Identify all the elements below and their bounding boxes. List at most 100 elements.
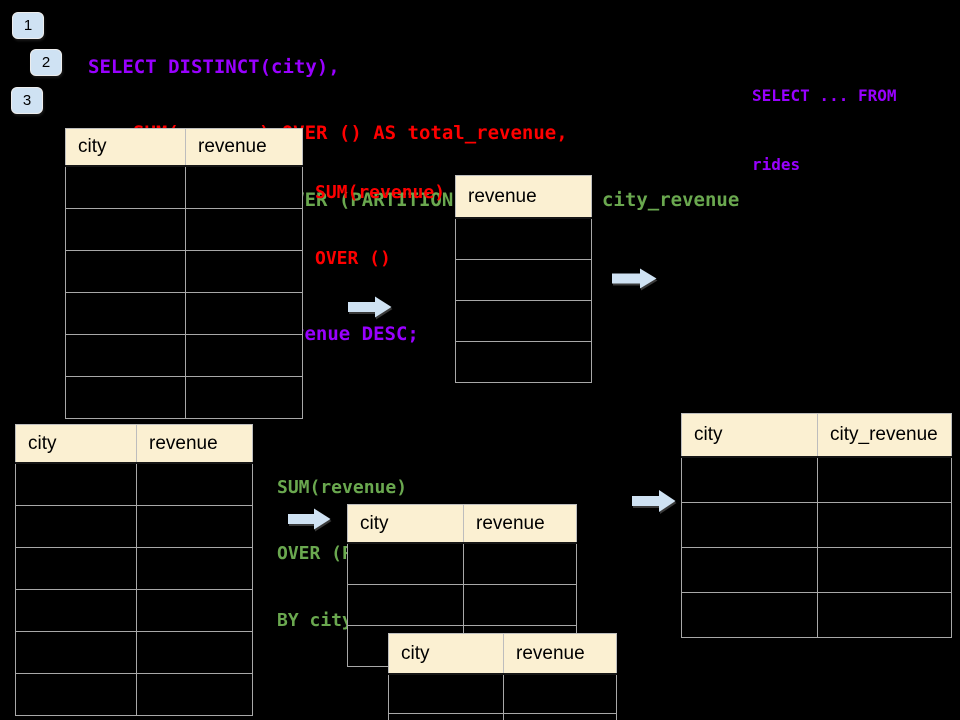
table-row bbox=[681, 547, 952, 593]
table-cell-empty bbox=[455, 217, 592, 260]
table-cell-empty bbox=[65, 334, 186, 377]
table-source-bottom: city revenue bbox=[15, 424, 253, 716]
table-cell-empty bbox=[455, 259, 592, 301]
table-cell-empty bbox=[463, 542, 577, 585]
step-badge-3: 3 bbox=[11, 87, 43, 114]
table-cell-empty bbox=[136, 589, 253, 632]
table-row bbox=[681, 502, 952, 548]
table-row bbox=[65, 250, 303, 293]
table-cell-empty bbox=[136, 673, 253, 716]
table-row bbox=[15, 547, 253, 590]
column-header-city: city bbox=[65, 128, 186, 167]
table-cell-empty bbox=[15, 547, 137, 590]
table-row bbox=[347, 584, 577, 626]
table-cell-empty bbox=[136, 505, 253, 548]
table-cell-empty bbox=[817, 502, 952, 548]
flow-arrow-from-total bbox=[612, 268, 657, 289]
table-cell-empty bbox=[388, 673, 504, 714]
table-cell-empty bbox=[817, 547, 952, 593]
table-cell-empty bbox=[681, 502, 818, 548]
column-header-revenue: revenue bbox=[503, 633, 617, 675]
table-row bbox=[15, 505, 253, 548]
table-cell-empty bbox=[65, 250, 186, 293]
annotation-line: SUM(revenue) bbox=[277, 476, 408, 498]
sql-line-select: SELECT DISTINCT(city), bbox=[88, 55, 340, 78]
table-cell-empty bbox=[185, 208, 303, 251]
table-cell-empty bbox=[388, 713, 504, 720]
table-row bbox=[15, 631, 253, 674]
table-cell-empty bbox=[15, 673, 137, 716]
table-source-top: city revenue bbox=[65, 128, 303, 419]
column-header-city-revenue: city_revenue bbox=[817, 413, 952, 458]
table-cell-empty bbox=[65, 208, 186, 251]
table-cell-empty bbox=[136, 547, 253, 590]
table-row bbox=[681, 592, 952, 638]
annotation-line: OVER () bbox=[315, 248, 391, 270]
table-cell-empty bbox=[185, 376, 303, 419]
table-cell-empty bbox=[681, 592, 818, 638]
table-cell-empty bbox=[15, 505, 137, 548]
flow-arrow-to-result bbox=[632, 490, 676, 512]
table-header-row: city revenue bbox=[388, 633, 617, 675]
table-cell-empty bbox=[15, 462, 137, 506]
column-header-city: city bbox=[347, 504, 464, 544]
table-row bbox=[455, 217, 592, 260]
table-cell-empty bbox=[817, 456, 952, 503]
column-header-revenue: revenue bbox=[455, 175, 592, 219]
table-cell-empty bbox=[463, 584, 577, 626]
table-cell-empty bbox=[65, 165, 186, 209]
table-header-row: city revenue bbox=[65, 128, 303, 167]
column-header-city: city bbox=[15, 424, 137, 464]
table-total-revenue-result: revenue bbox=[455, 175, 592, 383]
annotation-total-revenue: SUM(revenue) OVER () bbox=[315, 137, 445, 315]
table-row bbox=[65, 208, 303, 251]
table-row bbox=[388, 673, 617, 714]
table-row bbox=[65, 292, 303, 335]
table-city-revenue-result: city city_revenue bbox=[681, 413, 952, 638]
table-header-row: city city_revenue bbox=[681, 413, 952, 458]
table-row bbox=[347, 542, 577, 585]
table-cell-empty bbox=[503, 713, 617, 720]
column-header-city: city bbox=[681, 413, 818, 458]
table-header-row: revenue bbox=[455, 175, 592, 219]
table-row bbox=[65, 165, 303, 209]
column-header-revenue: revenue bbox=[136, 424, 253, 464]
side-note-line: SELECT ... FROM bbox=[752, 86, 897, 105]
flow-arrow-to-total bbox=[348, 296, 392, 318]
step-badge-2: 2 bbox=[30, 49, 62, 76]
table-row bbox=[15, 673, 253, 716]
table-cell-empty bbox=[136, 631, 253, 674]
table-row bbox=[455, 341, 592, 383]
step-badge-1: 1 bbox=[12, 12, 44, 39]
table-row bbox=[65, 376, 303, 419]
table-cell-empty bbox=[15, 589, 137, 632]
table-cell-empty bbox=[681, 547, 818, 593]
table-cell-empty bbox=[817, 592, 952, 638]
table-cell-empty bbox=[136, 462, 253, 506]
table-header-row: city revenue bbox=[15, 424, 253, 464]
table-cell-empty bbox=[681, 456, 818, 503]
table-row bbox=[455, 300, 592, 342]
table-cell-empty bbox=[185, 165, 303, 209]
table-partition-2-overlay: city revenue bbox=[388, 633, 617, 720]
annotation-line: SUM(revenue) bbox=[315, 181, 446, 203]
side-note-line: rides bbox=[752, 155, 801, 174]
table-cell-empty bbox=[503, 673, 617, 714]
table-cell-empty bbox=[65, 292, 186, 335]
table-row bbox=[455, 259, 592, 301]
table-row bbox=[681, 456, 952, 503]
column-header-revenue: revenue bbox=[463, 504, 577, 544]
column-header-city: city bbox=[388, 633, 504, 675]
table-row bbox=[15, 589, 253, 632]
side-note-select-from: SELECT ... FROM rides bbox=[752, 38, 897, 222]
table-row bbox=[15, 462, 253, 506]
column-header-revenue: revenue bbox=[185, 128, 303, 167]
table-cell-empty bbox=[185, 250, 303, 293]
flow-arrow-to-partitions bbox=[288, 508, 331, 530]
table-cell-empty bbox=[185, 334, 303, 377]
table-cell-empty bbox=[455, 341, 592, 383]
table-row bbox=[388, 713, 617, 720]
table-cell-empty bbox=[185, 292, 303, 335]
table-cell-empty bbox=[347, 584, 464, 626]
